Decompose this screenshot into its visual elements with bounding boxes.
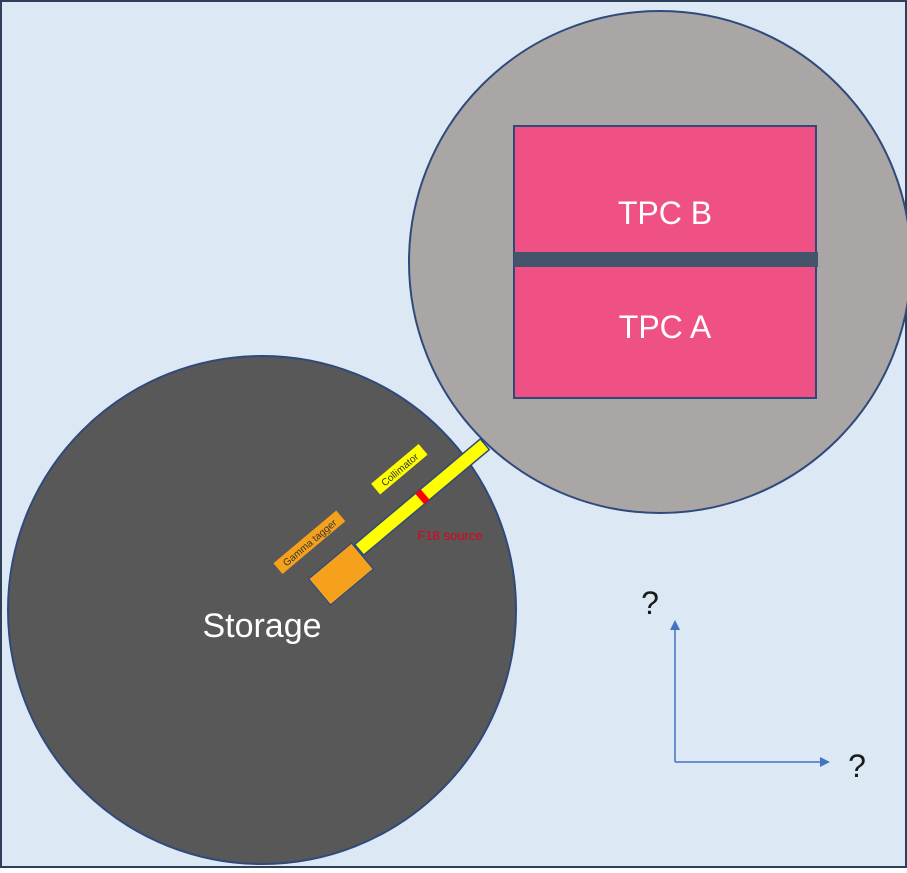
gamma-tagger-box xyxy=(307,542,375,606)
f18-source-label: F18 source xyxy=(417,528,482,543)
horizontal-axis-label: ? xyxy=(848,748,866,784)
tpc-divider xyxy=(514,252,818,267)
f18-source-marker xyxy=(415,489,430,505)
vertical-axis-label: ? xyxy=(641,585,659,621)
tpc-a-label: TPC A xyxy=(619,309,712,345)
collimator-label-bg xyxy=(371,443,428,495)
gamma-tagger-label-bg xyxy=(273,510,346,574)
tpc-b-label: TPC B xyxy=(618,195,712,231)
gamma-tagger-assembly xyxy=(307,542,375,606)
storage-label: Storage xyxy=(202,607,321,645)
collimator-assembly xyxy=(353,437,491,557)
